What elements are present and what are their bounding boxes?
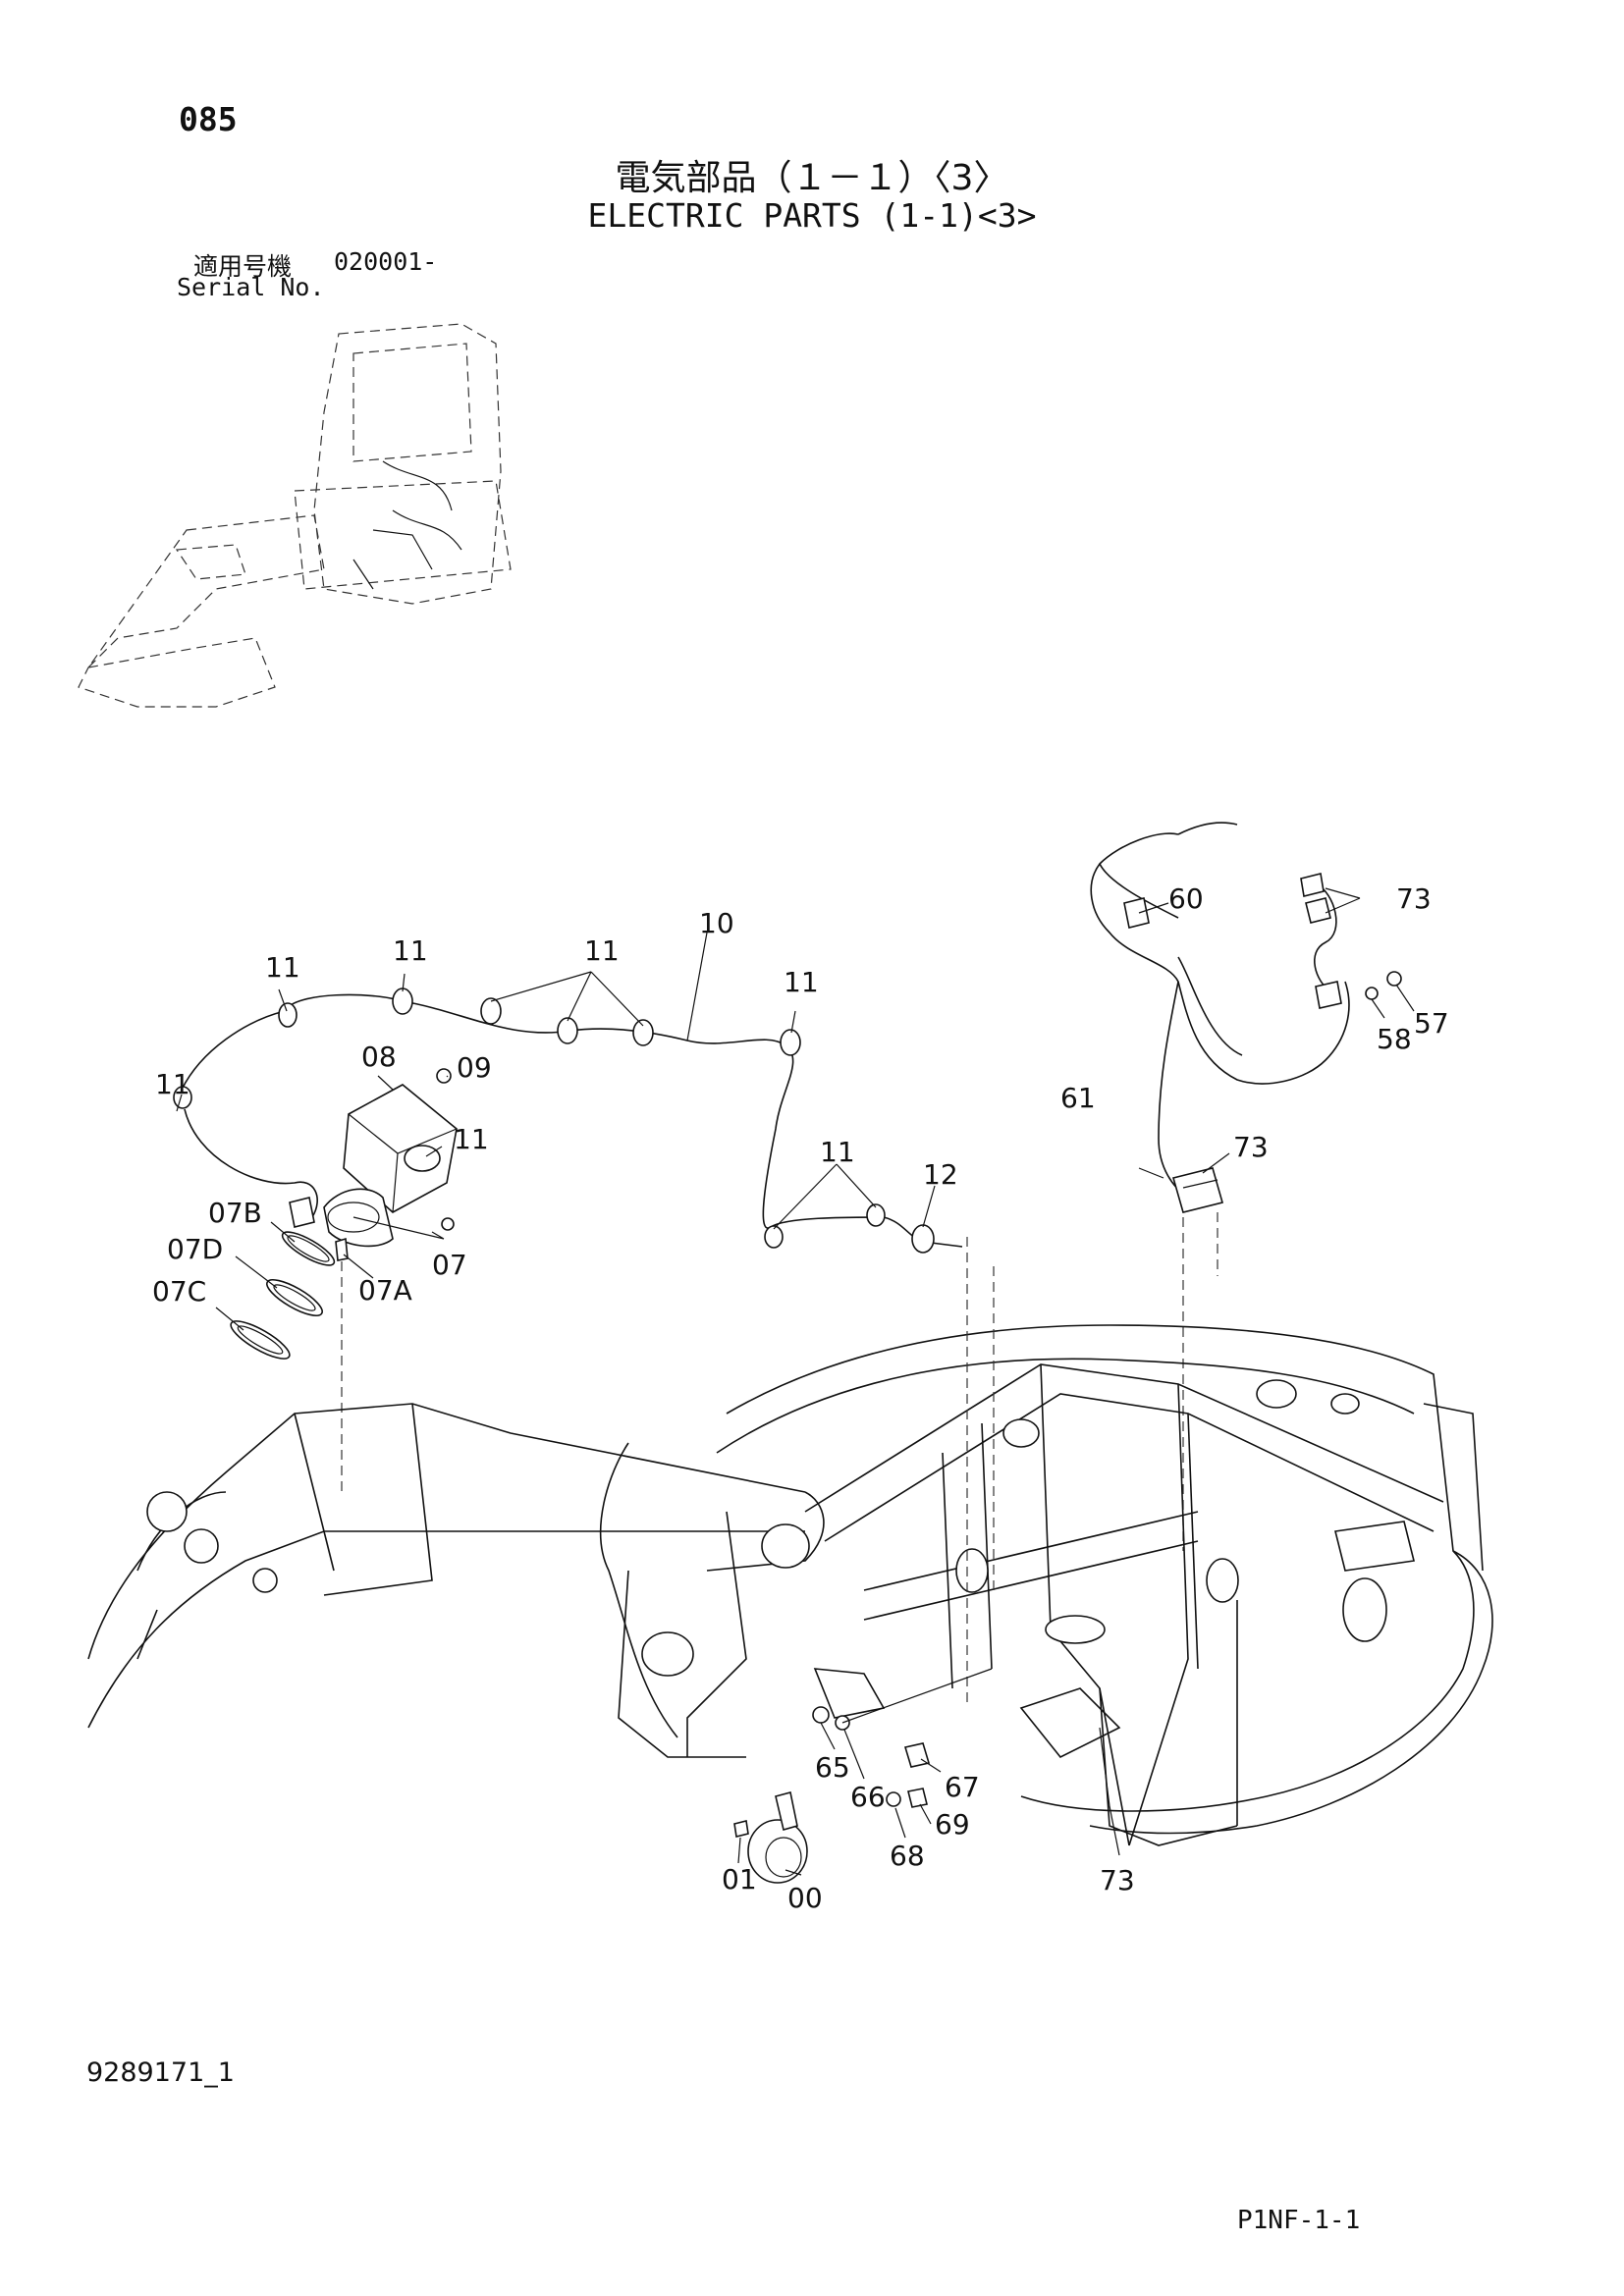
title-english: ELECTRIC PARTS (1-1)<3> xyxy=(587,196,1037,235)
callout-07D: 07D xyxy=(167,1233,223,1265)
callout-07C: 07C xyxy=(152,1275,206,1308)
title-japanese: 電気部品（１－１）〈3〉 xyxy=(615,158,1009,198)
callout-11: 11 xyxy=(584,934,620,967)
callout-11: 11 xyxy=(155,1068,190,1100)
callout-07: 07 xyxy=(432,1249,467,1281)
callout-57: 57 xyxy=(1414,1007,1449,1040)
leader-lines xyxy=(176,887,1415,1876)
drawing-number: 9289171_1 xyxy=(86,2057,235,2088)
callout-73: 73 xyxy=(1100,1864,1135,1896)
callout-67: 67 xyxy=(945,1771,980,1803)
callout-09: 09 xyxy=(457,1051,492,1084)
cab-harness xyxy=(1090,822,1402,1551)
sheet-code: P1NF-1-1 xyxy=(1237,2206,1361,2235)
serial-label-english: Serial No. xyxy=(177,273,325,301)
callout-65: 65 xyxy=(815,1751,850,1784)
callout-00: 00 xyxy=(787,1882,823,1914)
callout-11: 11 xyxy=(265,951,300,984)
machine-overview-inset xyxy=(78,323,512,708)
upper-structure-frame xyxy=(87,1237,1493,1846)
callout-11: 11 xyxy=(784,966,819,998)
callout-61: 61 xyxy=(1060,1082,1096,1114)
callout-66: 66 xyxy=(850,1781,886,1813)
serial-label-japanese: 適用号機 xyxy=(193,252,293,281)
work-lamp-assembly xyxy=(230,1068,458,1492)
callout-labels: 10 11 11 11 11 11 11 11 08 09 07 07A 07B… xyxy=(152,882,1449,1914)
callout-08: 08 xyxy=(361,1041,397,1073)
callout-12: 12 xyxy=(923,1158,958,1191)
callout-10: 10 xyxy=(699,907,734,939)
callout-73: 73 xyxy=(1233,1131,1269,1163)
page-number: 085 xyxy=(179,100,238,138)
callout-07B: 07B xyxy=(208,1197,262,1229)
callout-11: 11 xyxy=(820,1136,855,1168)
callout-73: 73 xyxy=(1396,882,1432,915)
serial-number-value: 020001- xyxy=(334,247,438,276)
callout-60: 60 xyxy=(1168,882,1204,915)
horn-and-hardware xyxy=(733,1668,993,1884)
work-lamp-harness xyxy=(173,988,963,1254)
callout-68: 68 xyxy=(890,1840,925,1872)
callout-11: 11 xyxy=(454,1123,489,1155)
callout-07A: 07A xyxy=(358,1274,412,1307)
callout-11: 11 xyxy=(393,934,428,967)
callout-01: 01 xyxy=(722,1863,757,1896)
callout-69: 69 xyxy=(935,1808,970,1841)
callout-58: 58 xyxy=(1377,1023,1412,1055)
